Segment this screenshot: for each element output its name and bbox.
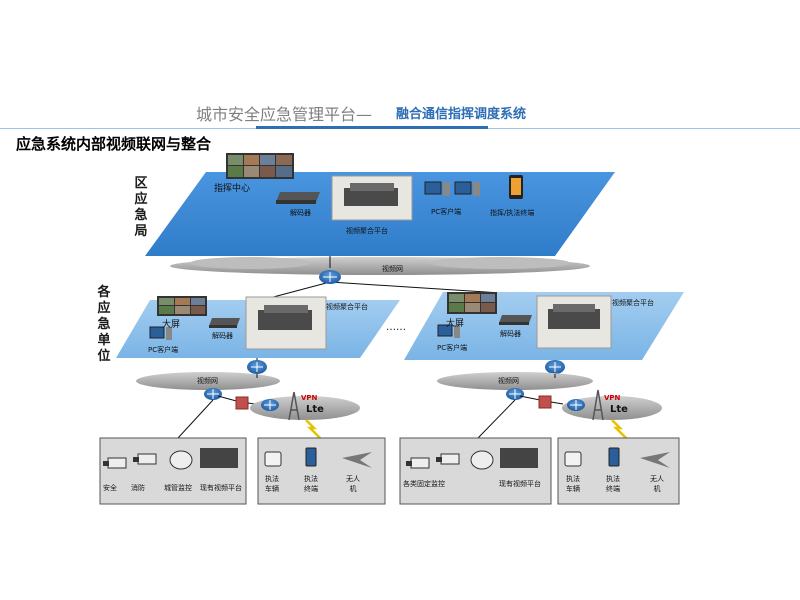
box-fixed-monitoring-left bbox=[99, 437, 247, 505]
right-lower-cloud bbox=[437, 372, 593, 390]
drone-icon bbox=[342, 452, 372, 468]
ellipsis: …… bbox=[386, 322, 406, 333]
right-lte-router-icon bbox=[567, 399, 585, 411]
left-cloud-label: 视频网 bbox=[197, 377, 218, 385]
box2-item-label: 执法 车辆 bbox=[265, 475, 279, 493]
box4-item-label: 无人 机 bbox=[650, 475, 664, 493]
camera-icon bbox=[406, 457, 430, 469]
camera-icon bbox=[103, 457, 127, 469]
right-unit-router-icon bbox=[545, 360, 565, 374]
left-lower-cloud bbox=[136, 372, 280, 390]
box-fixed-monitoring-right bbox=[399, 437, 552, 505]
vehicle-icon bbox=[564, 451, 582, 467]
command-center-label: 指挥中心 bbox=[214, 184, 251, 194]
left-lightning-icon bbox=[305, 419, 323, 441]
right-pc-client-icon bbox=[437, 324, 460, 338]
camera-icon bbox=[133, 453, 157, 465]
video-platform-label: 视频聚合平台 bbox=[346, 227, 388, 235]
nvr-icon bbox=[200, 448, 238, 468]
left-unit-router-icon bbox=[247, 358, 267, 374]
box1-item-label: 安全 bbox=[103, 484, 117, 492]
right-big-screen-label: 大屏 bbox=[446, 319, 465, 329]
camera-icon bbox=[436, 453, 460, 465]
top-router-icon bbox=[319, 270, 341, 284]
right-lte-tower-icon bbox=[592, 389, 604, 421]
box2-item-label: 无人 机 bbox=[346, 475, 360, 493]
nvr-icon bbox=[500, 448, 538, 468]
right-lightning-icon bbox=[611, 419, 629, 441]
drone-icon bbox=[640, 452, 670, 468]
mobile-terminal-icon bbox=[509, 175, 523, 199]
box1-item-label: 消防 bbox=[131, 484, 145, 492]
page-subtitle: 融合通信指挥调度系统 bbox=[396, 107, 527, 122]
right-vpn-label: VPN bbox=[604, 394, 621, 402]
dome-camera-icon bbox=[169, 450, 193, 470]
box4-item-label: 执法 终端 bbox=[606, 475, 620, 493]
server-icon bbox=[344, 188, 398, 206]
page-title: 城市安全应急管理平台— bbox=[196, 105, 373, 124]
district-side-label: 区应急局 bbox=[134, 176, 148, 239]
box2-item-label: 执法 终端 bbox=[304, 475, 318, 493]
box1-item-label: 城管监控 bbox=[164, 484, 192, 492]
vehicle-icon bbox=[264, 451, 282, 467]
box-mobile-left bbox=[257, 437, 386, 505]
left-access-router-icon bbox=[204, 388, 222, 400]
right-lte-cloud bbox=[562, 396, 662, 420]
command-center-screens-icon bbox=[226, 153, 294, 179]
left-lte-label: Lte bbox=[306, 404, 324, 415]
left-vpn-label: VPN bbox=[301, 394, 318, 402]
right-big-screen-icon bbox=[447, 292, 497, 314]
dome-camera-icon bbox=[470, 450, 494, 470]
left-big-screen-label: 大屏 bbox=[162, 320, 181, 330]
left-pc-client-icon bbox=[149, 326, 172, 340]
right-decoder-icon bbox=[499, 315, 532, 325]
mobile-terminal-label: 指挥/执法终端 bbox=[490, 209, 535, 217]
left-video-platform-label: 视频聚合平台 bbox=[326, 303, 368, 311]
units-side-label: 各应急单位 bbox=[97, 285, 111, 364]
handheld-terminal-icon bbox=[608, 447, 620, 467]
right-cloud-label: 视频网 bbox=[498, 377, 519, 385]
decoder-icon bbox=[276, 192, 320, 204]
pc-client-icon bbox=[424, 181, 480, 196]
left-firewall-icon bbox=[235, 396, 249, 410]
left-decoder-label: 解码器 bbox=[212, 332, 233, 340]
left-pc-client-label: PC客户端 bbox=[148, 346, 179, 354]
left-lte-router-icon bbox=[261, 399, 279, 411]
left-decoder-icon bbox=[209, 318, 240, 328]
decoder-label: 解码器 bbox=[290, 209, 311, 217]
header-accent-bar bbox=[256, 126, 488, 129]
left-lte-tower-icon bbox=[288, 391, 300, 421]
box4-item-label: 执法 车辆 bbox=[566, 475, 580, 493]
right-firewall-icon bbox=[538, 395, 552, 409]
right-pc-client-label: PC客户端 bbox=[437, 344, 468, 352]
section-title: 应急系统内部视频联网与整合 bbox=[16, 135, 212, 153]
box3-item-label: 各类固定监控 bbox=[403, 480, 445, 488]
right-access-router-icon bbox=[506, 388, 524, 400]
left-big-screen-icon bbox=[157, 296, 207, 316]
right-video-platform-label: 视频聚合平台 bbox=[612, 299, 654, 307]
box1-item-label: 现有视频平台 bbox=[200, 484, 242, 492]
top-cloud-label: 视频网 bbox=[382, 265, 403, 273]
handheld-terminal-icon bbox=[305, 447, 317, 467]
right-decoder-label: 解码器 bbox=[500, 330, 521, 338]
box3-item-label: 现有视频平台 bbox=[499, 480, 541, 488]
right-lte-label: Lte bbox=[610, 404, 628, 415]
pc-client-label: PC客户端 bbox=[431, 208, 462, 216]
